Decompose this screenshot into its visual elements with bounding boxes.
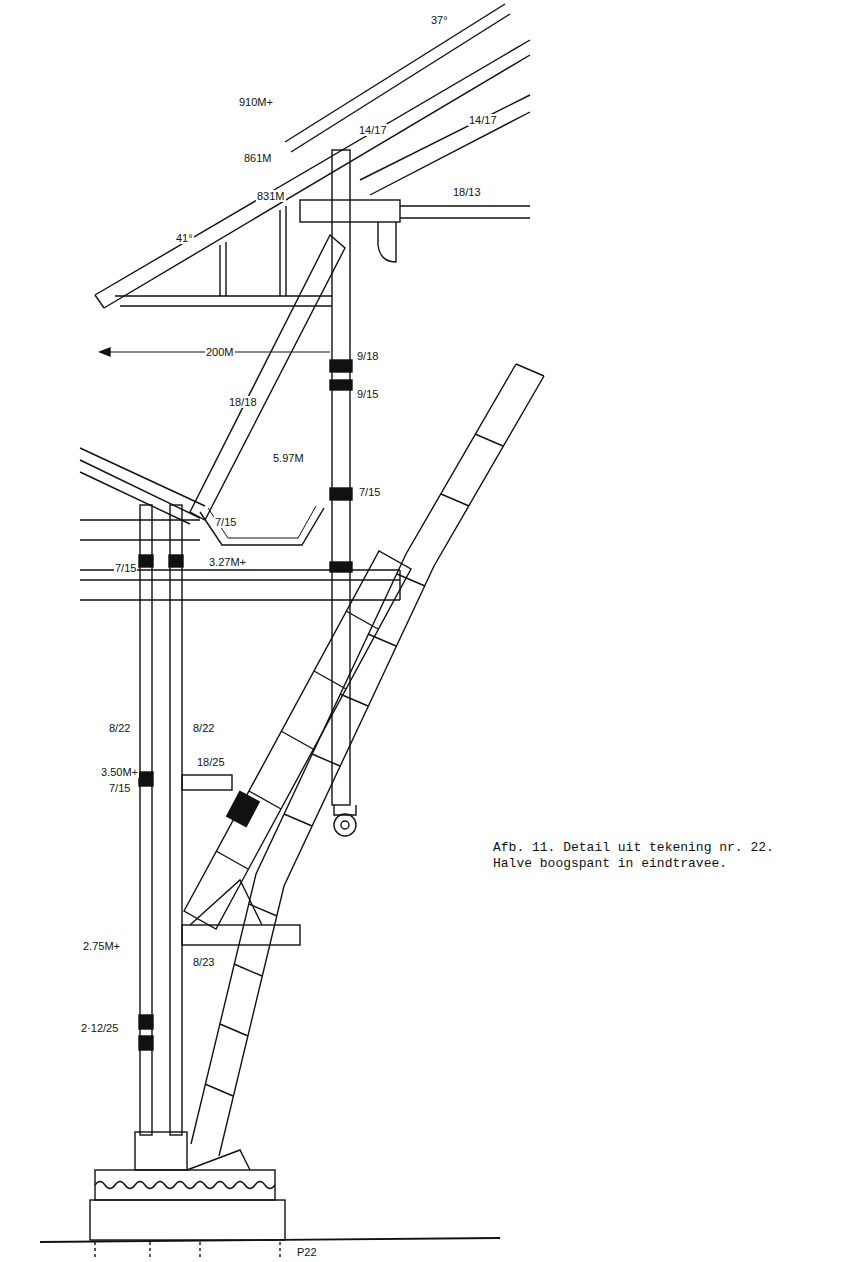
dimension-label: 861M [243,152,273,164]
dimension-label: 37° [430,14,449,26]
dimension-label: 200M [205,346,235,358]
dimension-label: 14/17 [358,124,388,136]
dimension-label: 8/22 [108,722,131,734]
dimension-label: 2.75M+ [82,940,121,952]
figure-caption: Afb. 11. Detail uit tekening nr. 22. Hal… [493,840,793,872]
dimension-label: 18/13 [452,186,482,198]
dimension-label: 41° [175,232,194,244]
dimension-label: 8/22 [192,722,215,734]
dimension-label: 9/15 [356,388,379,400]
dimension-label: 7/15 [358,486,381,498]
dimension-label: 5.97M [272,452,305,464]
dimension-label: 14/17 [468,114,498,126]
dimension-label: 18/18 [228,396,258,408]
dimension-label: 7/15 [114,562,137,574]
dimension-label: 9/18 [356,350,379,362]
dimension-label: 18/25 [196,756,226,768]
dimension-label: P22 [296,1246,318,1258]
dimension-label: 7/15 [108,782,131,794]
dimension-label: 2·12/25 [80,1022,119,1034]
dimension-label: 3.50M+ [100,766,139,778]
dimension-label: 3.27M+ [208,556,247,568]
dimension-label: 8/23 [192,956,215,968]
dimension-label: 7/15 [214,516,237,528]
dimension-label: 910M+ [238,96,274,108]
dimension-label: 831M [256,190,286,202]
